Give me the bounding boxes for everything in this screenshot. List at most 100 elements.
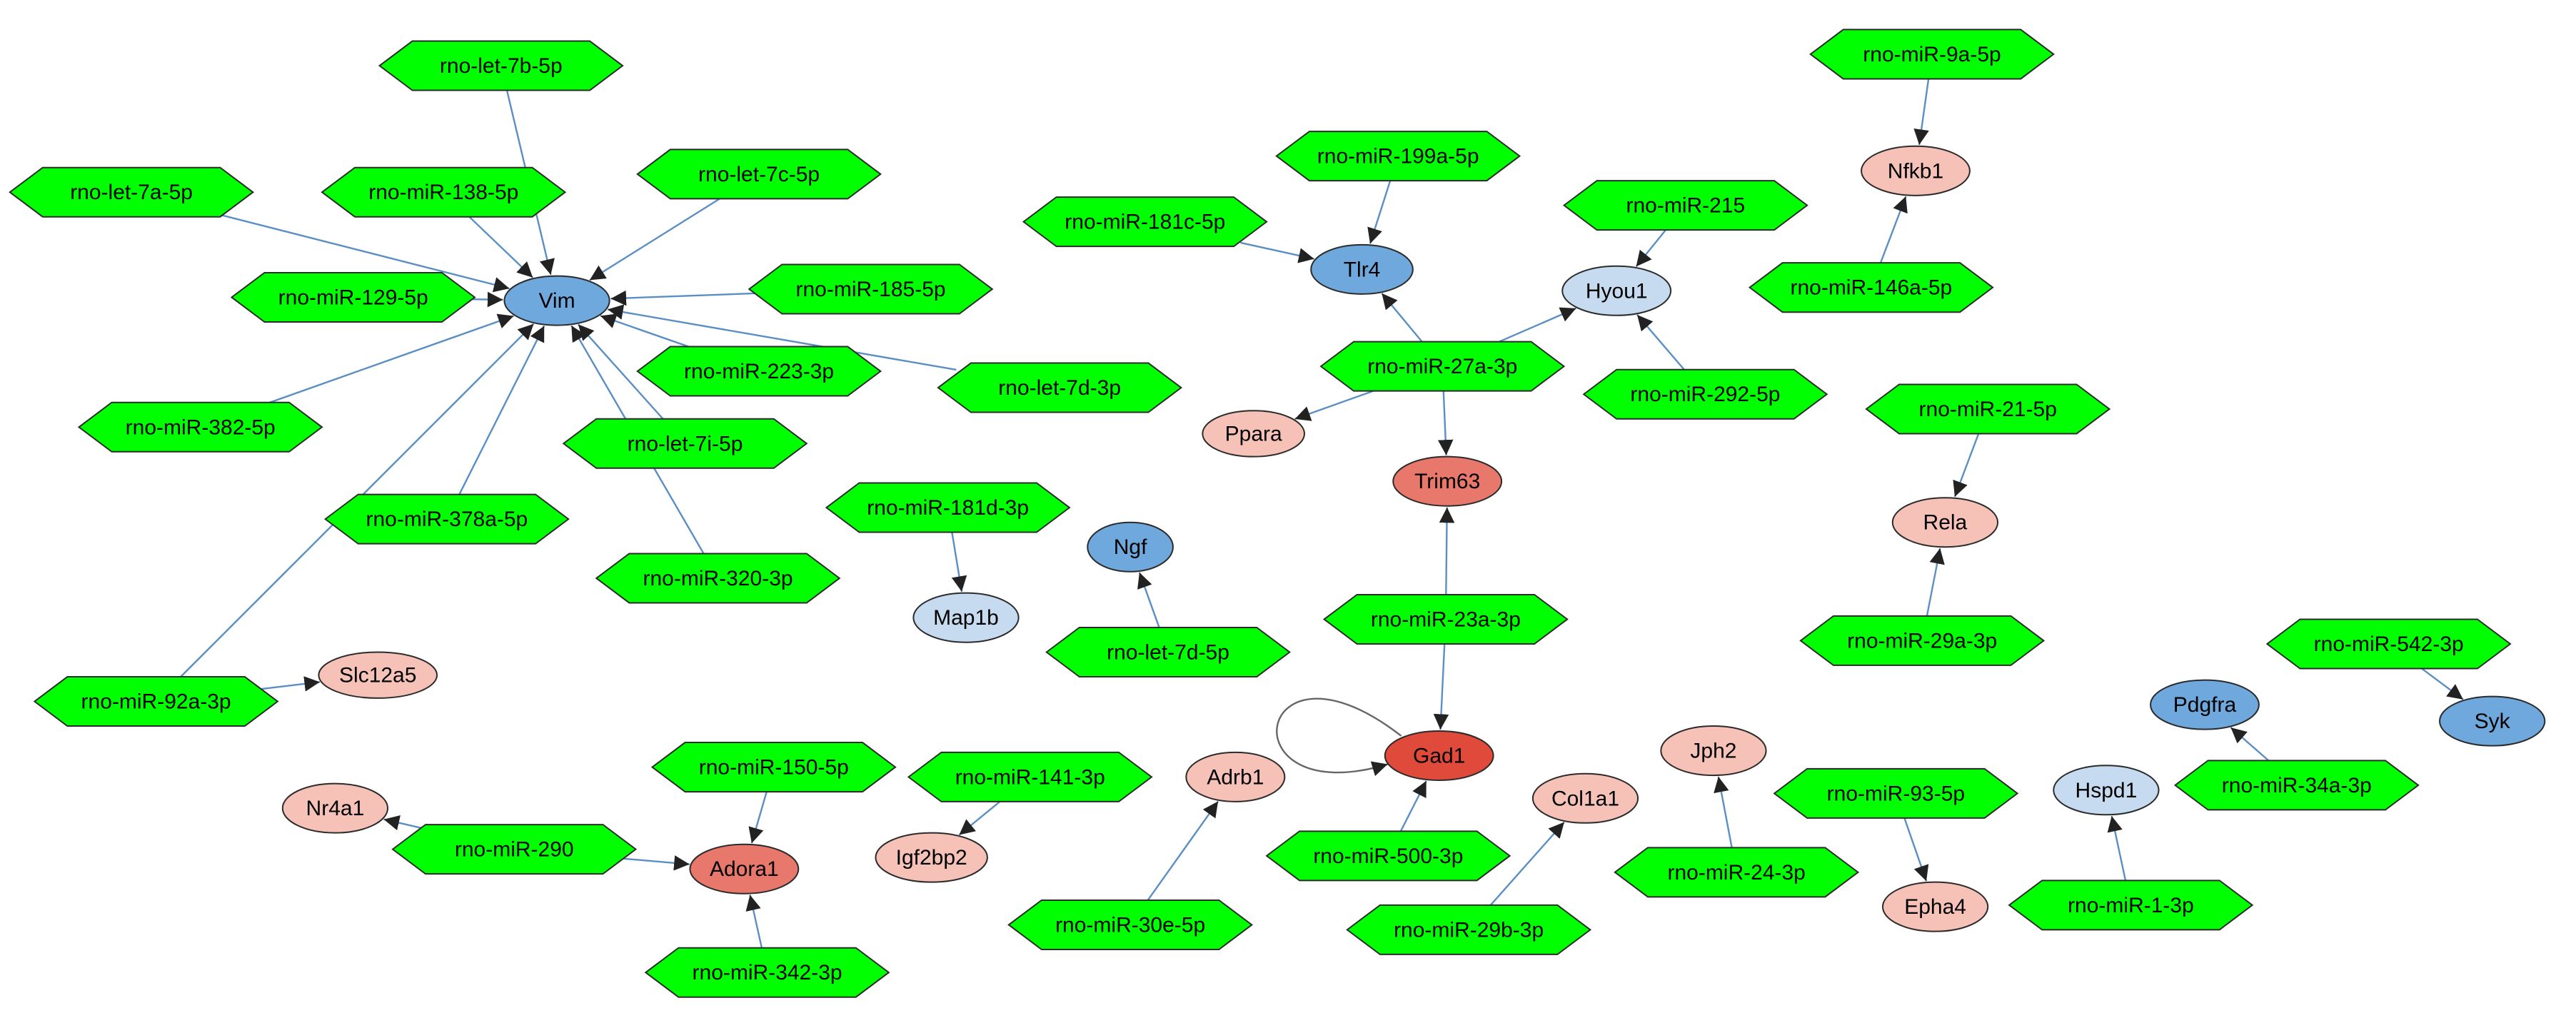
edge-mir9-to-nfkb1 (1913, 75, 1931, 146)
gene-node-gad1[interactable]: Gad1 (1384, 730, 1494, 781)
gene-ellipse (1861, 145, 1971, 196)
gene-node-epha4[interactable]: Epha4 (1881, 881, 1989, 932)
edge-mir290-to-adora1 (617, 855, 690, 871)
mirna-hexagon (1346, 904, 1592, 955)
mirna-node-mir378[interactable]: rno-miR-378a-5p (323, 493, 570, 545)
node-label: Adrb1 (1207, 765, 1264, 789)
self-loop-edge-gad1 (1276, 697, 1402, 777)
mirna-node-mir382[interactable]: rno-miR-382-5p (77, 401, 323, 453)
mirna-node-mir290[interactable]: rno-miR-290 (391, 824, 638, 875)
mirna-hexagon (323, 493, 570, 545)
gene-ellipse (1531, 772, 1639, 824)
gene-node-ngf[interactable]: Ngf (1087, 521, 1174, 573)
mirna-node-mir342[interactable]: rno-miR-342-3p (644, 947, 890, 998)
gene-node-nr4a1[interactable]: Nr4a1 (281, 782, 389, 834)
node-label: rno-let-7d-5p (1107, 641, 1229, 665)
node-label: rno-let-7a-5p (70, 181, 193, 204)
mirna-node-mir215[interactable]: rno-miR-215 (1562, 180, 1808, 231)
nodes-layer: rno-let-7b-5p rno-let-7a-5p rno-miR-138-5p… (9, 29, 2546, 998)
mirna-node-mir181d[interactable]: rno-miR-181d-3p (825, 482, 1071, 533)
mirna-node-mir185[interactable]: rno-miR-185-5p (748, 263, 994, 315)
mirna-node-mir9[interactable]: rno-miR-9a-5p (1809, 29, 2055, 80)
gene-node-adrb1[interactable]: Adrb1 (1185, 751, 1286, 802)
gene-node-syk[interactable]: Syk (2439, 695, 2546, 747)
gene-node-hyou1[interactable]: Hyou1 (1561, 265, 1672, 316)
gene-node-col1a1[interactable]: Col1a1 (1531, 772, 1639, 824)
gene-node-map1b[interactable]: Map1b (912, 592, 1020, 643)
node-label: rno-miR-129-5p (278, 286, 428, 309)
mirna-node-mir34[interactable]: rno-miR-34a-3p (2173, 760, 2420, 811)
mirna-node-mir30e[interactable]: rno-miR-30e-5p (1007, 899, 1254, 950)
gene-node-vim[interactable]: Vim (503, 275, 610, 326)
node-label: rno-miR-138-5p (368, 181, 518, 204)
mirna-node-mir21[interactable]: rno-miR-21-5p (1865, 383, 2111, 435)
mirna-node-mir138[interactable]: rno-miR-138-5p (321, 166, 567, 218)
mirna-node-mir223[interactable]: rno-miR-223-3p (636, 346, 882, 397)
mirna-node-let7a[interactable]: rno-let-7a-5p (9, 166, 255, 218)
node-label: Nr4a1 (306, 797, 365, 820)
mirna-hexagon (595, 553, 841, 604)
gene-node-slc12a5[interactable]: Slc12a5 (318, 651, 438, 699)
node-label: rno-miR-21-5p (1919, 398, 2057, 421)
mirna-node-mir141[interactable]: rno-miR-141-3p (907, 751, 1153, 802)
mirna-node-mir542[interactable]: rno-miR-542-3p (2265, 618, 2512, 670)
mirna-node-mir199[interactable]: rno-miR-199a-5p (1275, 131, 1521, 182)
mirna-node-mir92[interactable]: rno-miR-92a-3p (33, 676, 279, 727)
mirna-node-mir29a[interactable]: rno-miR-29a-3p (1799, 615, 2046, 666)
gene-ellipse (1881, 881, 1989, 932)
mirna-node-let7d3p[interactable]: rno-let-7d-3p (937, 362, 1183, 413)
mirna-hexagon (825, 482, 1071, 533)
mirna-node-mir93[interactable]: rno-miR-93-5p (1773, 767, 2019, 819)
node-label: rno-let-7c-5p (698, 163, 820, 186)
mirna-node-mir29b[interactable]: rno-miR-29b-3p (1346, 904, 1592, 955)
node-label: Nfkb1 (1888, 159, 1943, 183)
mirna-node-let7b[interactable]: rno-let-7b-5p (378, 40, 624, 91)
node-label: Adora1 (710, 857, 779, 881)
node-label: rno-miR-292-5p (1630, 383, 1780, 406)
node-label: rno-let-7i-5p (628, 432, 743, 455)
gene-node-rela[interactable]: Rela (1891, 497, 1999, 548)
mirna-node-mir129[interactable]: rno-miR-129-5p (230, 271, 476, 323)
mirna-node-mir292[interactable]: rno-miR-292-5p (1582, 368, 1828, 420)
mirna-node-let7i[interactable]: rno-let-7i-5p (562, 418, 808, 469)
node-label: Col1a1 (1551, 787, 1619, 810)
node-label: rno-let-7b-5p (440, 54, 563, 78)
node-label: rno-miR-378a-5p (366, 508, 528, 531)
node-label: Vim (538, 289, 575, 313)
node-label: rno-miR-181c-5p (1065, 211, 1225, 234)
gene-node-adora1[interactable]: Adora1 (689, 843, 800, 895)
gene-node-hspd1[interactable]: Hspd1 (2053, 765, 2160, 816)
gene-node-pdgfra[interactable]: Pdgfra (2150, 679, 2260, 730)
mirna-node-let7c[interactable]: rno-let-7c-5p (636, 148, 882, 200)
edge-mir146-to-nfkb1 (1878, 196, 1908, 267)
mirna-node-mir500[interactable]: rno-miR-500-3p (1265, 830, 1511, 882)
gene-node-jph2[interactable]: Jph2 (1660, 725, 1767, 777)
gene-ellipse (1660, 725, 1767, 777)
mirna-node-mir24[interactable]: rno-miR-24-3p (1614, 847, 1860, 898)
mirna-node-let7d5p[interactable]: rno-let-7d-5p (1045, 626, 1291, 678)
mirna-hexagon (1045, 626, 1291, 678)
mirna-node-mir1[interactable]: rno-miR-1-3p (2008, 880, 2254, 931)
gene-ellipse (1891, 497, 1999, 548)
mirna-node-mir23[interactable]: rno-miR-23a-3p (1322, 593, 1569, 645)
mirna-hexagon (1319, 341, 1566, 392)
node-label: Epha4 (1904, 895, 1966, 919)
gene-node-trim63[interactable]: Trim63 (1392, 455, 1503, 507)
gene-node-ppara[interactable]: Ppara (1202, 410, 1306, 458)
mirna-node-mir27[interactable]: rno-miR-27a-3p (1319, 341, 1566, 392)
mirna-hexagon (1865, 383, 2111, 435)
edge-mir30e-to-adrb1 (1144, 800, 1219, 904)
mirna-hexagon (2173, 760, 2420, 811)
node-label: rno-miR-24-3p (1667, 861, 1805, 885)
gene-node-tlr4[interactable]: Tlr4 (1310, 243, 1414, 295)
gene-node-igf2bp2[interactable]: Igf2bp2 (875, 832, 988, 883)
mirna-hexagon (2008, 880, 2254, 931)
mirna-node-mir320[interactable]: rno-miR-320-3p (595, 553, 841, 604)
mirna-hexagon (636, 346, 882, 397)
gene-ellipse (1310, 243, 1414, 295)
mirna-node-mir181c[interactable]: rno-miR-181c-5p (1022, 196, 1268, 248)
mirna-node-mir150[interactable]: rno-miR-150-5p (650, 742, 897, 793)
mirna-node-mir146[interactable]: rno-miR-146a-5p (1748, 262, 1994, 313)
gene-node-nfkb1[interactable]: Nfkb1 (1861, 145, 1971, 196)
edge-mir23-to-gad1 (1433, 640, 1449, 730)
